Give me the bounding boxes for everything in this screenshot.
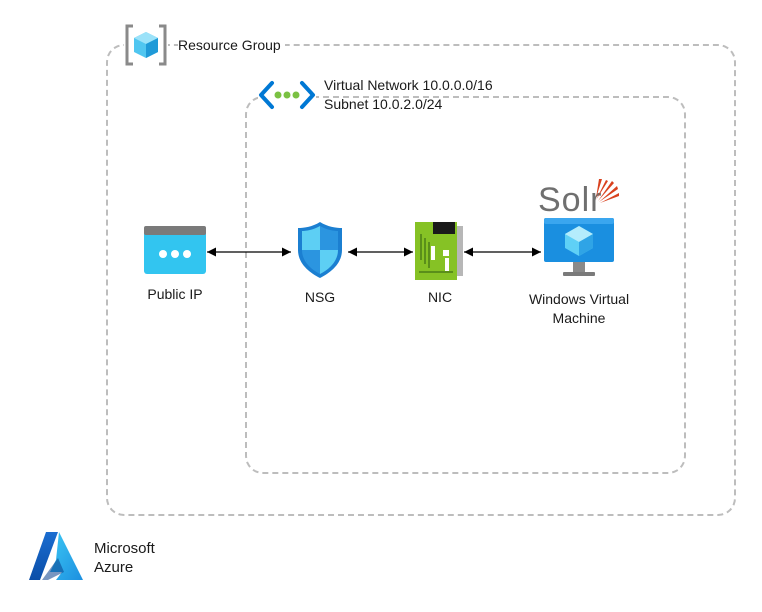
vm-label-line1: Windows Virtual bbox=[528, 291, 630, 307]
resource-group-box bbox=[106, 44, 736, 516]
virtual-network-box bbox=[245, 96, 686, 474]
nic-label: NIC bbox=[427, 289, 453, 305]
virtual-machine-icon bbox=[544, 218, 614, 276]
solr-logo: Solr bbox=[538, 178, 628, 220]
azure-logo bbox=[29, 532, 83, 580]
shield-icon bbox=[298, 222, 342, 278]
solr-text: Solr bbox=[538, 181, 603, 219]
vm-label-line2: Machine bbox=[552, 310, 606, 326]
brand-line2: Azure bbox=[94, 559, 134, 576]
resource-group-label: Resource Group bbox=[178, 36, 285, 54]
nsg-label: NSG bbox=[304, 289, 336, 305]
public-ip-icon bbox=[144, 226, 206, 274]
public-ip-label: Public IP bbox=[147, 286, 203, 302]
virtual-network-icon bbox=[258, 80, 316, 110]
subnet-label: Subnet 10.0.2.0/24 bbox=[324, 96, 443, 112]
solr-sun-icon bbox=[596, 179, 619, 203]
network-card-icon bbox=[415, 222, 463, 280]
brand-line1: Microsoft bbox=[94, 540, 155, 557]
virtual-network-label: Virtual Network 10.0.0.0/16 bbox=[324, 77, 493, 93]
resource-group-icon bbox=[124, 24, 168, 66]
